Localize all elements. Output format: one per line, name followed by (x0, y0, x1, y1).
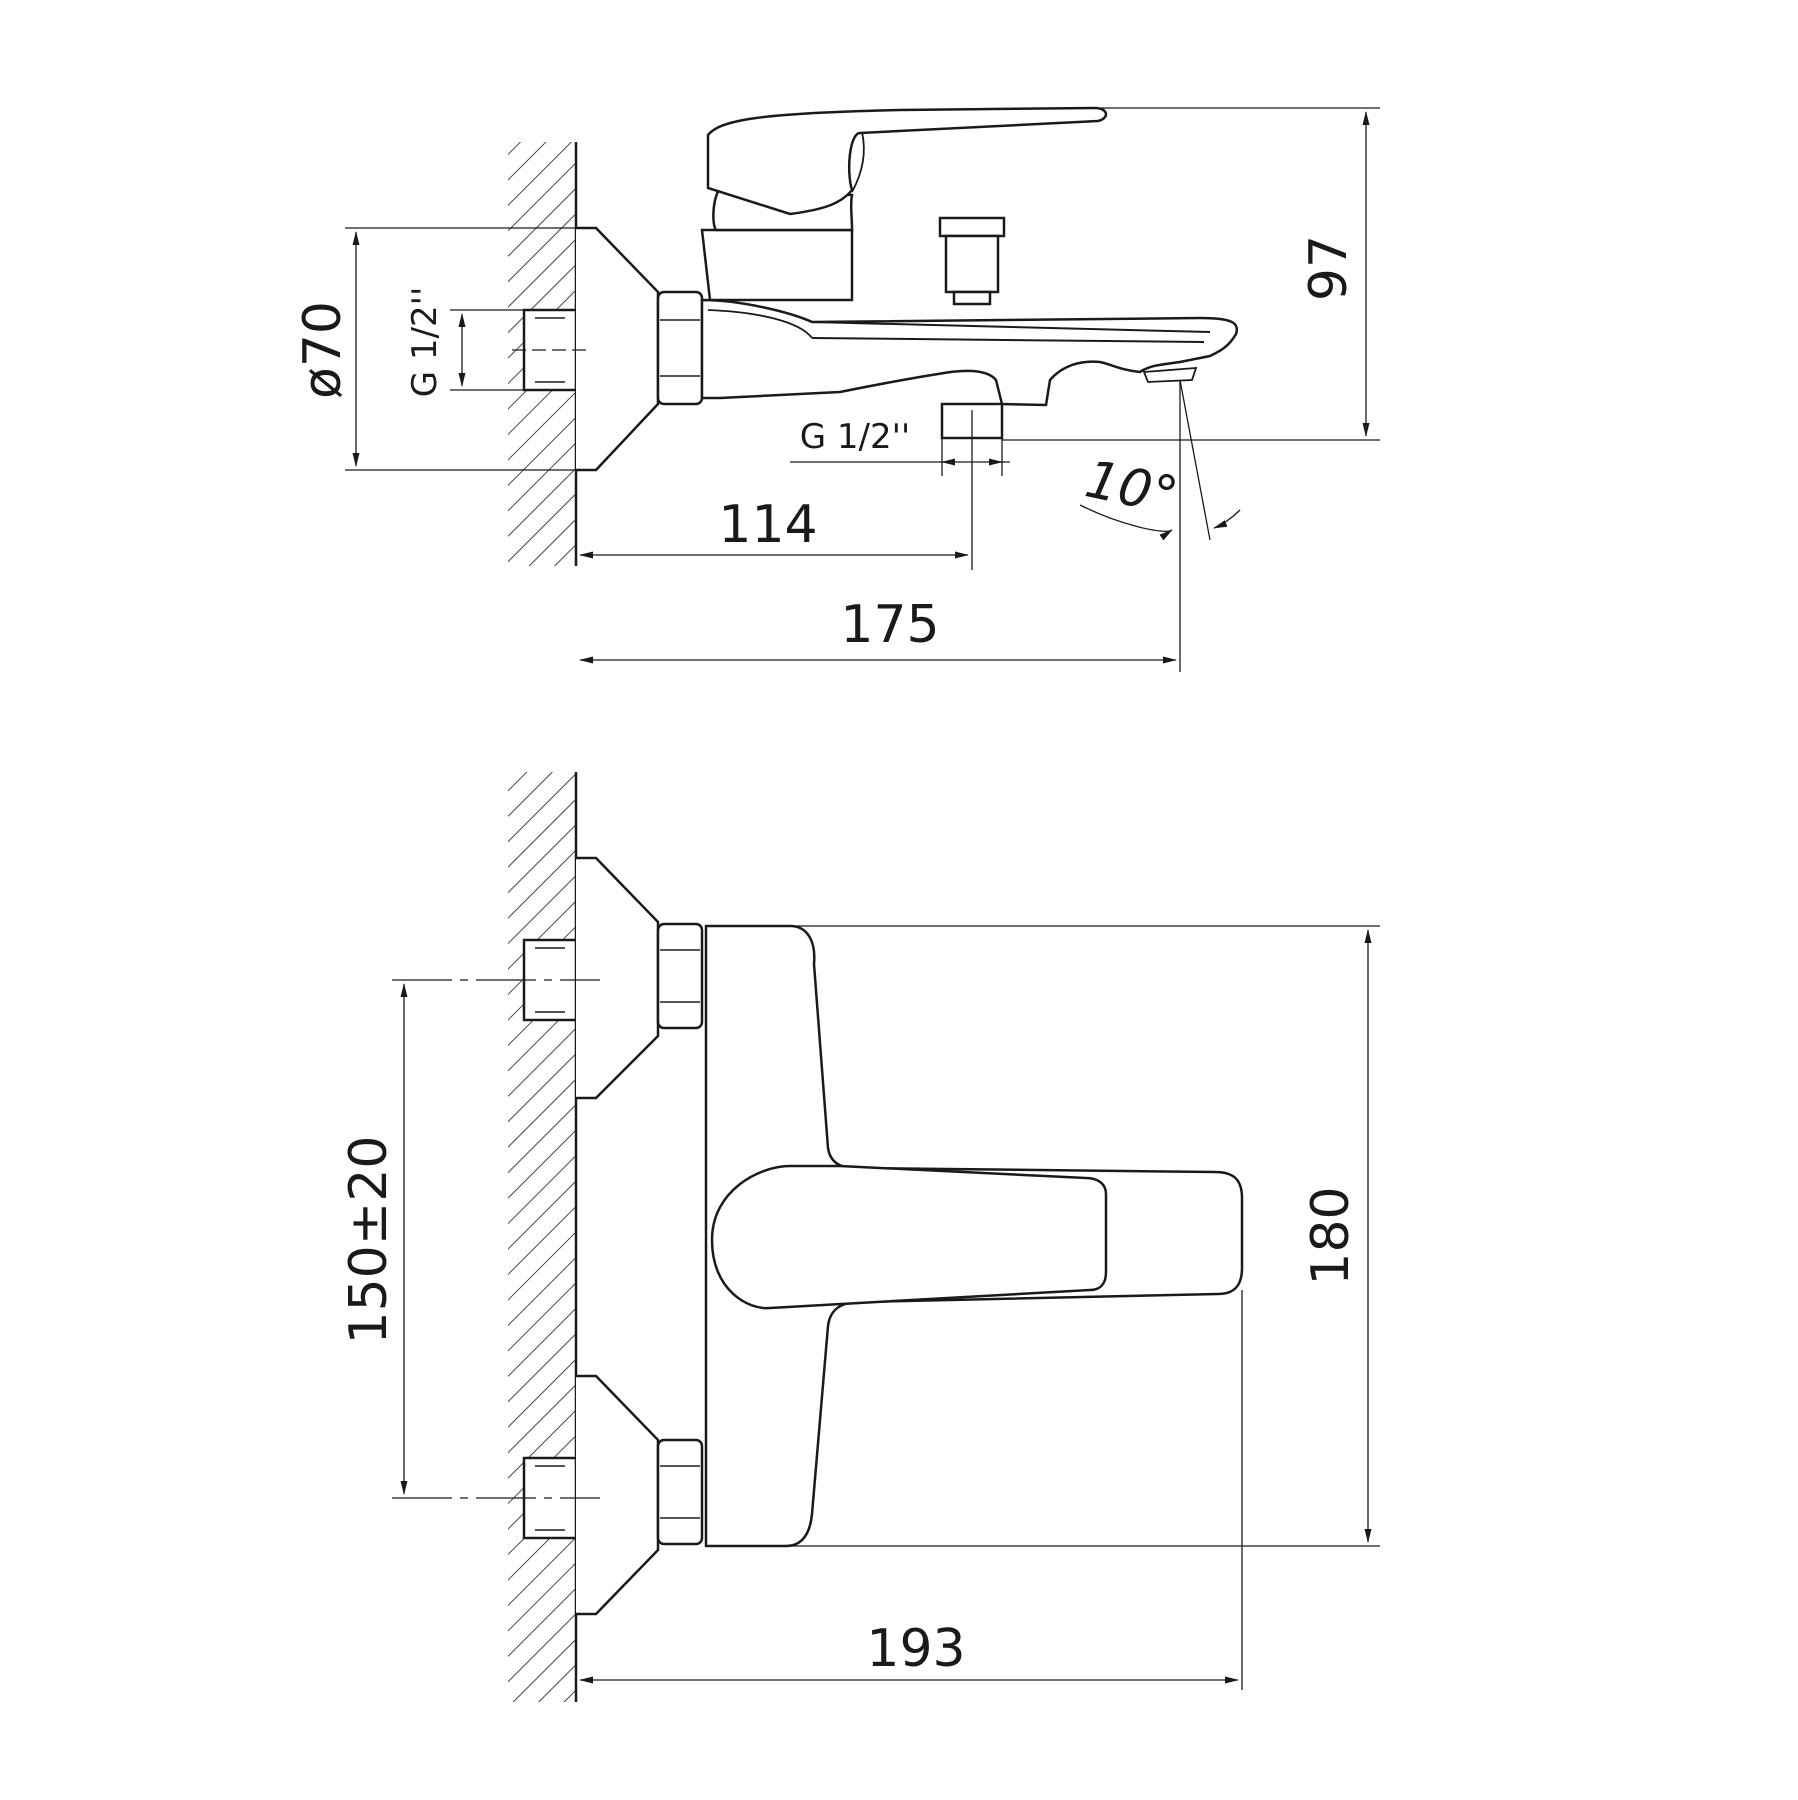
lever-handle-side (706, 106, 1108, 216)
wall-hatch-bottom (508, 772, 578, 1702)
mixer-body-side (700, 228, 854, 302)
lever-handle-front (710, 1164, 1108, 1310)
hex-nut (656, 290, 704, 406)
diverter-knob (938, 216, 1006, 306)
dim-97-label: 97 (1299, 235, 1359, 301)
dim-labels-bottom: 150±20 180 193 (339, 1136, 1361, 1680)
spout-side (700, 298, 1239, 407)
dim-114-label: 114 (718, 495, 817, 555)
angle-label: 10° (1080, 449, 1183, 527)
dim-lines-top (345, 107, 1380, 672)
side-view (345, 106, 1380, 672)
diameter-label: ø70 (293, 301, 353, 399)
inlet-pipe-top (522, 308, 578, 392)
escutcheon-flange (576, 226, 660, 472)
dim-175-label: 175 (840, 595, 939, 655)
front-view (392, 772, 1380, 1702)
thread-label-vertical: G 1/2'' (405, 287, 445, 398)
dim-180-label: 180 (1301, 1186, 1361, 1285)
dim-spacing-label: 150±20 (339, 1136, 399, 1345)
dim-193-label: 193 (866, 1619, 965, 1679)
thread-label-outlet: G 1/2'' (800, 417, 911, 457)
dim-lines-bottom (392, 925, 1380, 1690)
aerator (1142, 366, 1198, 383)
